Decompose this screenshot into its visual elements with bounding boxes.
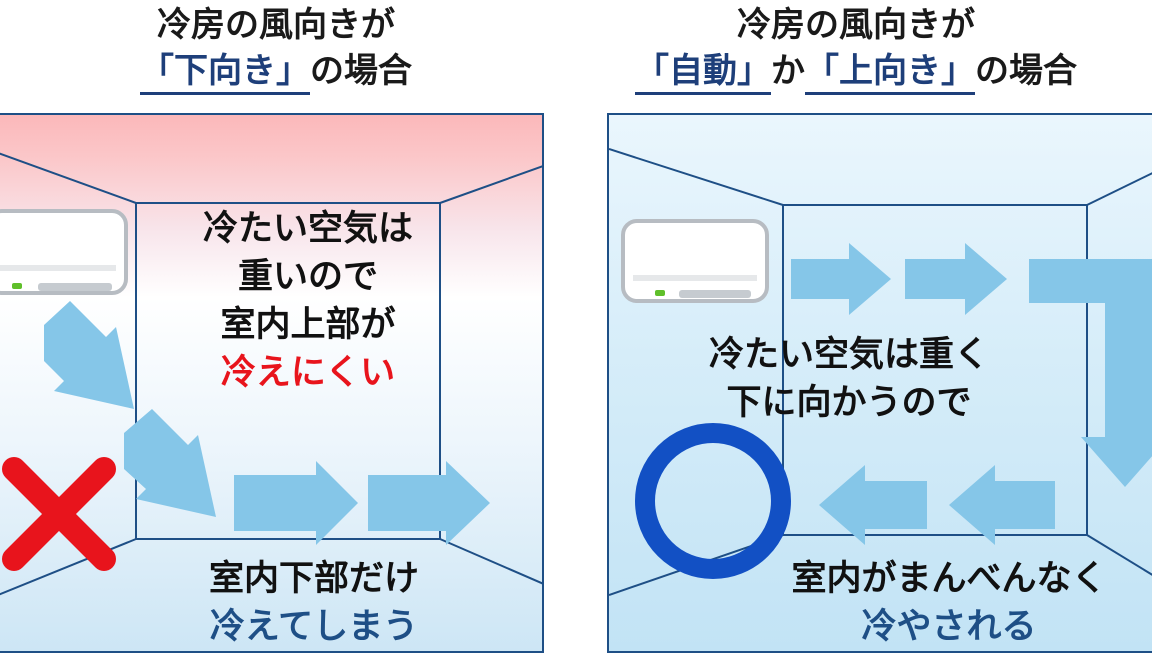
left-text-bottom-line1: 室内下部だけ: [208, 559, 419, 599]
right-text-bottom-line1: 室内がまんべんなく: [791, 559, 1107, 599]
left-text-top-line3: 室内上部が: [220, 305, 396, 345]
right-text-bottom: 室内がまんべんなく 冷やされる: [749, 555, 1149, 651]
right-text-middle-line2: 下に向かうので: [726, 383, 972, 423]
left-heading: 冷房の風向きが 「下向き」の場合: [0, 2, 552, 95]
right-heading-mid: か: [771, 51, 805, 91]
airflow-arrow-r2: [905, 243, 1007, 315]
airflow-arrow-r5: [819, 465, 927, 545]
left-heading-line2: 「下向き」の場合: [0, 48, 552, 95]
airflow-arrow-2: [124, 409, 216, 517]
airflow-arrow-r4: [949, 465, 1055, 545]
left-wall-line-bl: [0, 538, 137, 596]
right-text-middle: 冷たい空気は重く 下に向かうので: [649, 331, 1049, 427]
left-text-bottom-blue: 冷えてしまう: [209, 607, 419, 647]
airflow-arrow-1: [44, 301, 134, 409]
left-text-bottom: 室内下部だけ 冷えてしまう: [164, 555, 464, 651]
left-heading-tail: の場合: [310, 51, 412, 91]
airflow-arrow-3: [234, 461, 358, 545]
right-wall-line-tr: [1086, 172, 1152, 206]
left-text-top-line2: 重いので: [237, 257, 378, 297]
right-wall-line-tl: [609, 148, 784, 206]
right-heading-tail: の場合: [975, 51, 1077, 91]
air-conditioner-icon: [0, 209, 128, 295]
airflow-arrow-4: [368, 461, 490, 545]
right-room-panel: 冷たい空気は重く 下に向かうので 室内がまんべんなく 冷やされる: [607, 113, 1152, 653]
right-wall-line-br: [1086, 534, 1152, 576]
left-back-wall: [135, 202, 441, 540]
right-heading-underlined-2: 上向き: [839, 51, 941, 91]
circle-mark-icon: [635, 423, 791, 579]
left-text-top: 冷たい空気は 重いので 室内上部が 冷えにくい: [158, 205, 458, 397]
left-heading-underlined: 下向き: [174, 51, 276, 91]
left-wall-line-tr: [439, 165, 542, 204]
right-heading-underlined-1: 自動: [669, 51, 737, 91]
left-airflow-arrows: [44, 301, 490, 545]
right-text-middle-line1: 冷たい空気は重く: [708, 335, 989, 375]
right-heading: 冷房の風向きが 「自動」か「上向き」の場合: [560, 2, 1152, 95]
left-room-illustration: [0, 152, 542, 596]
air-conditioner-icon: [621, 219, 769, 303]
left-room-panel: 冷たい空気は 重いので 室内上部が 冷えにくい 室内下部だけ 冷えてしまう: [0, 113, 544, 653]
airflow-arrow-r1: [791, 243, 891, 315]
left-wall-line-br: [439, 538, 542, 585]
right-text-bottom-blue: 冷やされる: [861, 607, 1037, 647]
right-back-wall: [782, 204, 1088, 536]
right-heading-line1: 冷房の風向きが: [737, 5, 975, 45]
right-room-illustration: [609, 148, 1152, 596]
right-airflow-arrows: [791, 243, 1152, 545]
airflow-arrow-r3-corner: [1029, 259, 1152, 487]
right-heading-line2: 「自動」か「上向き」の場合: [560, 48, 1152, 95]
left-wall-line-tl: [0, 152, 137, 204]
left-text-top-red: 冷えにくい: [220, 353, 396, 393]
left-room-walls: [0, 152, 542, 596]
cross-mark-icon: [2, 457, 116, 571]
left-heading-line1: 冷房の風向きが: [157, 5, 395, 45]
left-text-top-line1: 冷たい空気は: [202, 209, 413, 249]
